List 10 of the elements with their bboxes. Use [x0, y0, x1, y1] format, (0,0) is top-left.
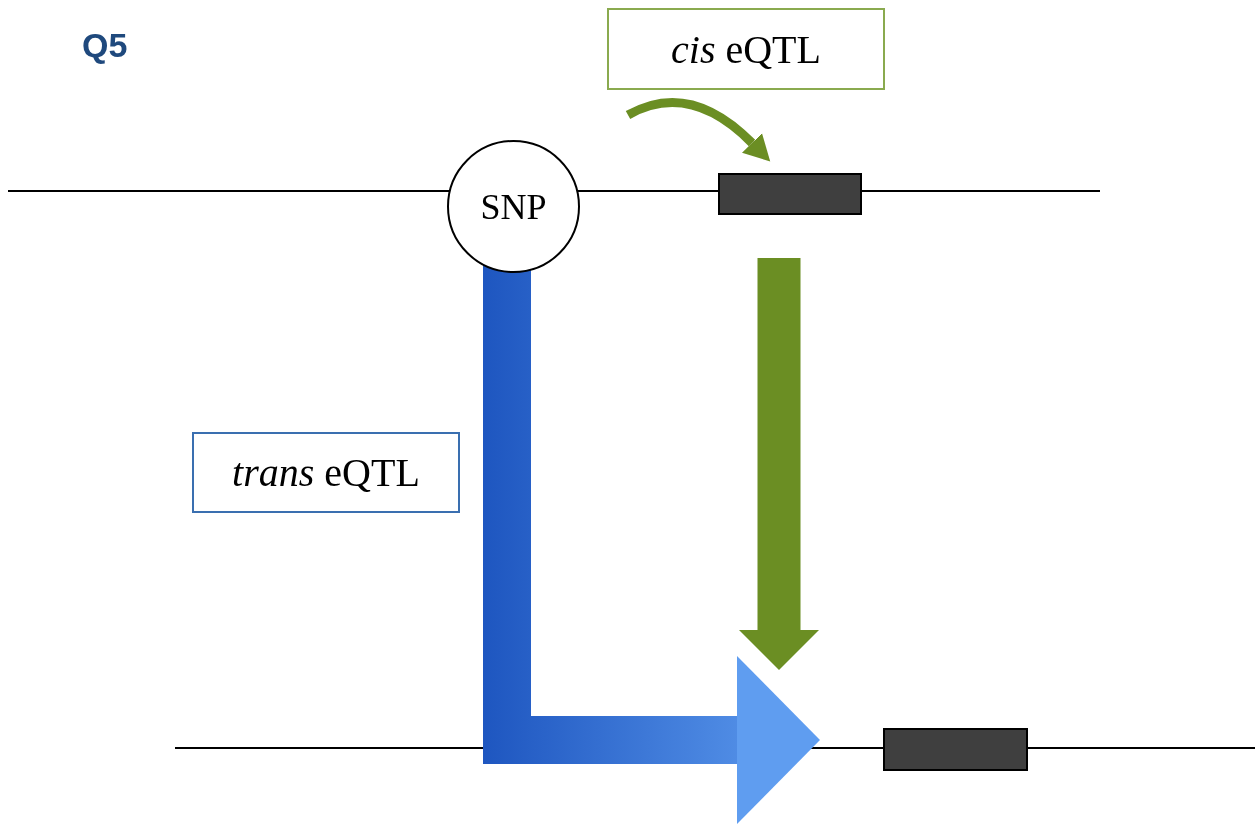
label-text: SNP — [480, 185, 547, 228]
label-text: trans eQTL — [232, 449, 420, 496]
label-box — [607, 8, 885, 90]
label-text: cis eQTL — [671, 25, 821, 73]
gene-box — [718, 173, 862, 215]
arrow — [739, 258, 819, 670]
title: Q5 — [82, 26, 128, 65]
gene-box — [883, 728, 1028, 771]
label-box — [192, 432, 460, 513]
arrow — [626, 98, 771, 161]
